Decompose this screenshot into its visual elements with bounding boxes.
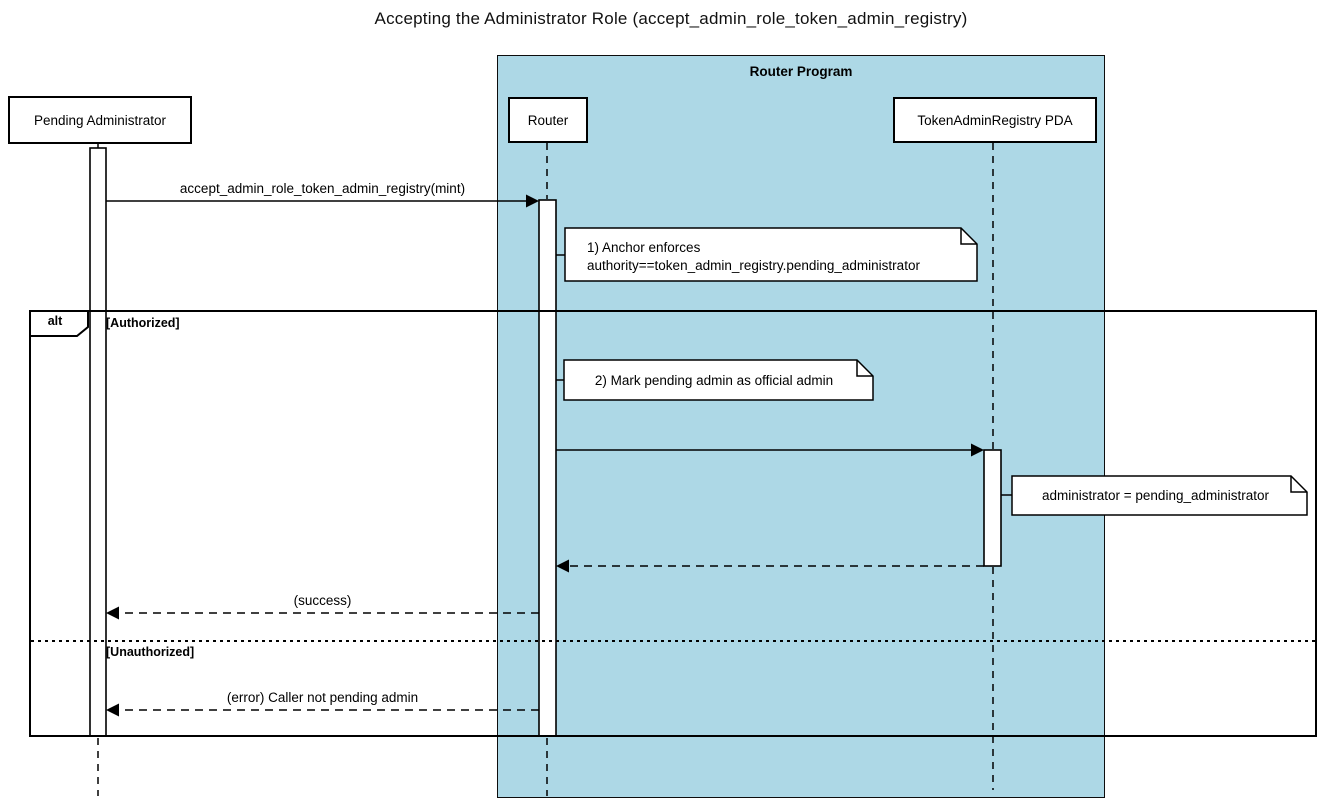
guard-authorized: [Authorized] [106,316,180,330]
note2-fold [856,360,873,377]
note1-shape [564,227,978,282]
error-message-label: (error) Caller not pending admin [226,690,419,705]
call-arrow-head [526,194,539,208]
success-arrow-head [106,606,119,620]
note2-shape [563,359,874,401]
note-administrator: administrator = pending_administrator [1042,488,1269,503]
participant-token-admin-registry-pda-label: TokenAdminRegistry PDA [917,112,1073,128]
note-mark-pending: 2) Mark pending admin as official admin [594,372,834,388]
mark-admin-arrow-head [971,443,984,457]
call-message-label: accept_admin_role_token_admin_registry(m… [179,181,466,196]
pda-activation [983,449,1002,567]
note-anchor-enforces-line1: 1) Anchor enforces [587,240,701,255]
participant-pending-administrator: Pending Administrator [8,96,192,144]
router-activation [538,199,557,737]
alt-operator-pentagon [29,310,89,337]
note1-fold [960,228,977,245]
alt-frame [29,310,1317,737]
participant-router: Router [508,97,588,143]
alt-operator-label: alt [47,314,63,328]
router-program-label: Router Program [749,64,853,79]
success-message-label: (success) [293,593,352,608]
pending-admin-activation [89,147,107,737]
pda-return-arrow-head [556,559,569,573]
error-arrow-head [106,703,119,717]
participant-token-admin-registry-pda: TokenAdminRegistry PDA [893,97,1097,143]
participant-pending-administrator-label: Pending Administrator [33,112,167,128]
guard-unauthorized: [Unauthorized] [106,645,195,659]
note3-shape [1011,475,1308,516]
note-anchor-enforces: 1) Anchor enforces authority==token_admi… [587,239,920,275]
router-program-container [497,55,1105,798]
note-anchor-enforces-line2: authority==token_admin_registry.pending_… [587,258,920,273]
diagram-title: Accepting the Administrator Role (accept… [374,9,968,28]
participant-router-label: Router [527,112,569,128]
note3-fold [1290,476,1307,493]
